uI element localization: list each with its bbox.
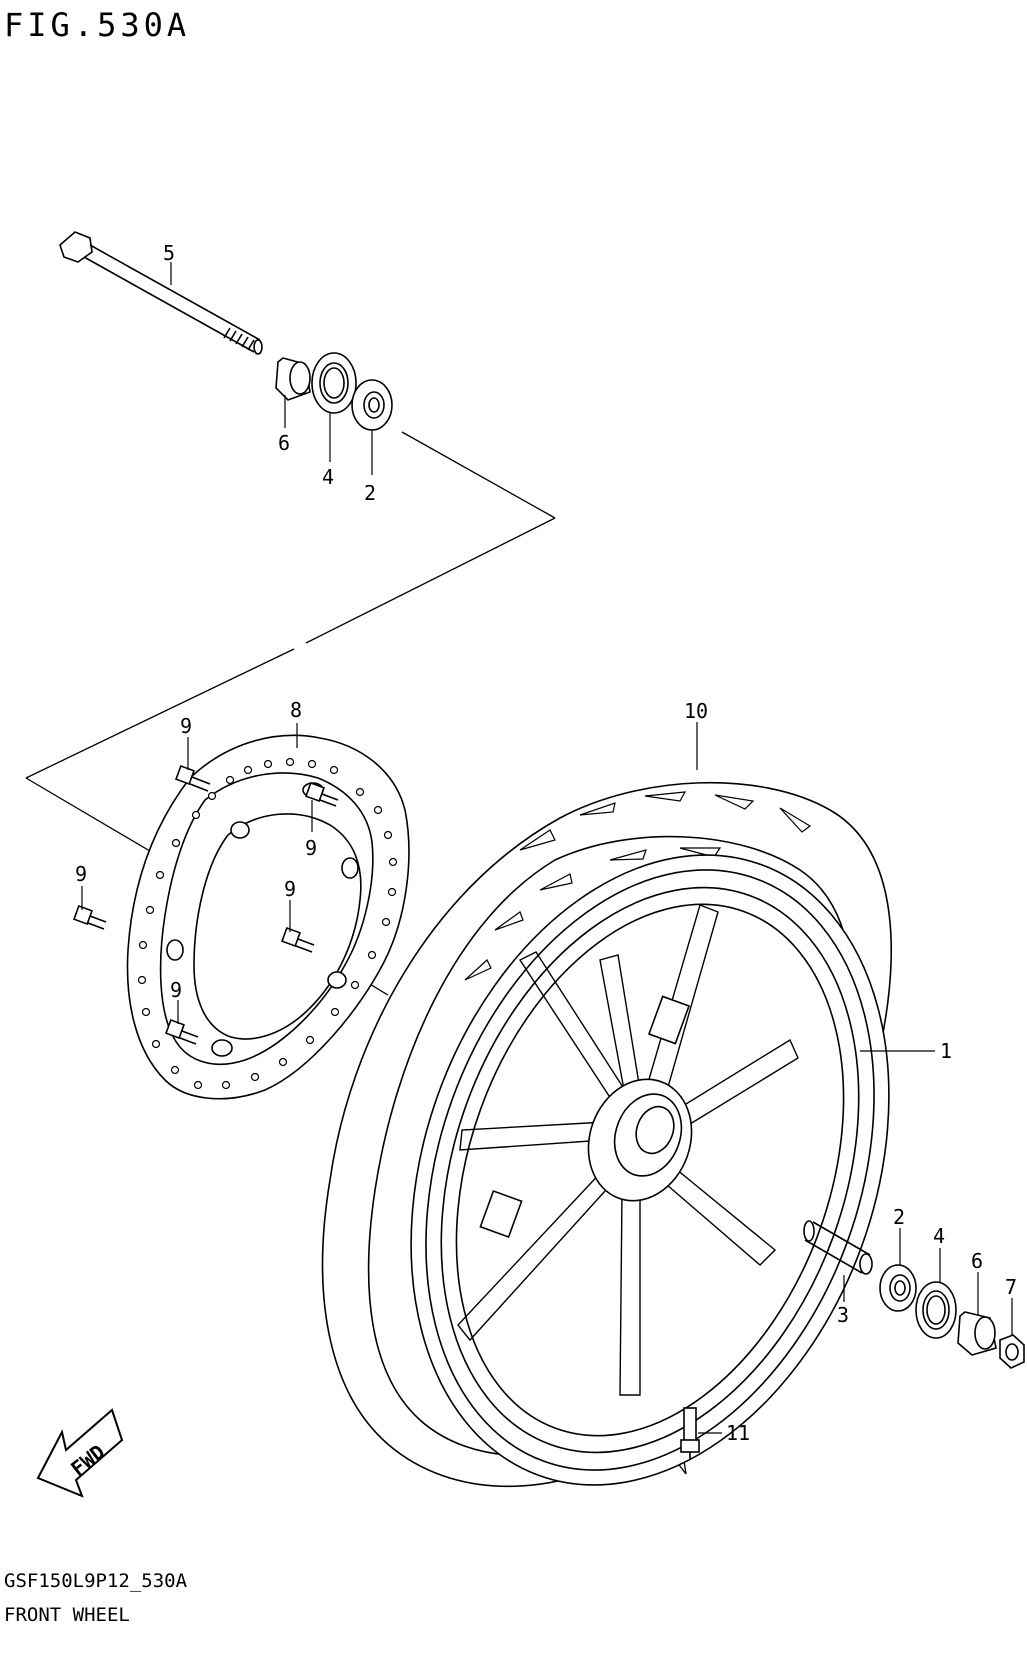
disc-bolt-4: [281, 927, 315, 953]
callout-6-top: 6: [278, 431, 290, 455]
oil-seal-top: [311, 352, 357, 414]
callout-9-b: 9: [305, 836, 317, 860]
figure-name: FRONT WHEEL: [4, 1604, 130, 1626]
oil-seal-bottom: [915, 1281, 957, 1339]
callout-labels: 5 6 4 2 8 9 9 9 9 9 10 1 2 4 6 7 3 11: [75, 241, 1017, 1445]
callout-5: 5: [163, 241, 175, 265]
callout-6-bottom: 6: [971, 1249, 983, 1273]
front-wheel-rim: [410, 854, 890, 1486]
callout-10: 10: [684, 699, 708, 723]
disc-vent-holes: [137, 757, 398, 1090]
callout-1: 1: [940, 1039, 952, 1063]
rim-spokes: [457, 904, 799, 1396]
disc-bolt-1: [175, 765, 211, 792]
callout-4-top: 4: [322, 465, 334, 489]
bearing-top: [351, 379, 393, 431]
fwd-arrow-icon: FWD: [36, 1408, 124, 1498]
callout-9-c: 9: [75, 862, 87, 886]
axle-nut: [999, 1334, 1025, 1369]
callout-2-top: 2: [364, 481, 376, 505]
figure-title: FIG.530A: [4, 6, 191, 44]
bearing-bottom: [879, 1264, 917, 1312]
disc-bolt-3: [73, 905, 107, 930]
tire-valve: [680, 1407, 700, 1460]
wheel-hub: [479, 995, 693, 1239]
distance-collar: [803, 1220, 873, 1275]
wheel-spacer-top: [275, 357, 311, 401]
callout-9-a: 9: [180, 714, 192, 738]
callout-9-e: 9: [170, 978, 182, 1002]
callout-9-d: 9: [284, 877, 296, 901]
callout-7: 7: [1005, 1275, 1017, 1299]
figure-code: GSF150L9P12_530A: [4, 1570, 188, 1592]
callout-8: 8: [290, 698, 302, 722]
disc-bolt-2: [305, 782, 339, 807]
disc-bolts: [73, 765, 339, 1045]
callout-2-bottom: 2: [893, 1205, 905, 1229]
callout-4-bottom: 4: [933, 1224, 945, 1248]
disc-bolt-5: [165, 1019, 199, 1045]
leader-lines: [81, 262, 1013, 1434]
front-axle: [59, 231, 263, 355]
wheel-spacer-bottom: [957, 1311, 997, 1356]
callout-3: 3: [837, 1303, 849, 1327]
brake-disc: [126, 734, 410, 1100]
callout-11: 11: [726, 1421, 750, 1445]
